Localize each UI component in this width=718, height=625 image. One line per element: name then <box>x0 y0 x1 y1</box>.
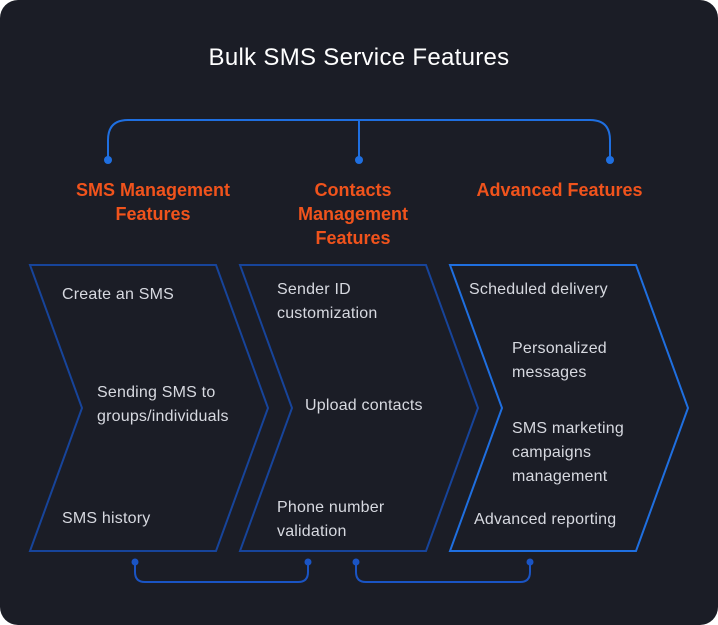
item-phone-validation: Phone number validation <box>277 499 385 540</box>
top-bracket-dot-1 <box>104 156 112 164</box>
chevron-1-outline <box>28 264 270 552</box>
item-campaigns-management: SMS marketing campaigns management <box>512 420 624 485</box>
item-upload-contacts: Upload contacts <box>305 397 423 414</box>
item-create-an-sms: Create an SMS <box>62 286 174 303</box>
heading-sms-management: SMS Management Features <box>75 180 231 224</box>
top-bracket-dot-2 <box>355 156 363 164</box>
item-advanced-reporting: Advanced reporting <box>474 511 617 528</box>
heading-contacts-management: Contacts Management Features <box>297 180 409 248</box>
diagram-title: Bulk SMS Service Features <box>208 44 510 71</box>
item-sending-sms: Sending SMS to groups/individuals <box>97 384 229 425</box>
item-sms-history: SMS history <box>62 510 151 527</box>
item-scheduled-delivery: Scheduled delivery <box>469 281 608 298</box>
bottom-connector-1 <box>134 562 309 583</box>
chevron-2-outline <box>238 264 480 552</box>
item-personalized-messages: Personalized messages <box>512 340 607 381</box>
chevron-3-outline <box>448 264 690 552</box>
top-bracket-dot-3 <box>606 156 614 164</box>
bottom-connector-2 <box>355 562 531 583</box>
item-sender-id: Sender ID customization <box>277 281 378 322</box>
bottom-connector-1-dot-right <box>304 558 312 566</box>
bottom-connector-2-dot-left <box>352 558 360 566</box>
heading-advanced-features: Advanced Features <box>476 180 643 200</box>
bottom-connector-1-dot-left <box>131 558 139 566</box>
bottom-connector-2-dot-right <box>526 558 534 566</box>
